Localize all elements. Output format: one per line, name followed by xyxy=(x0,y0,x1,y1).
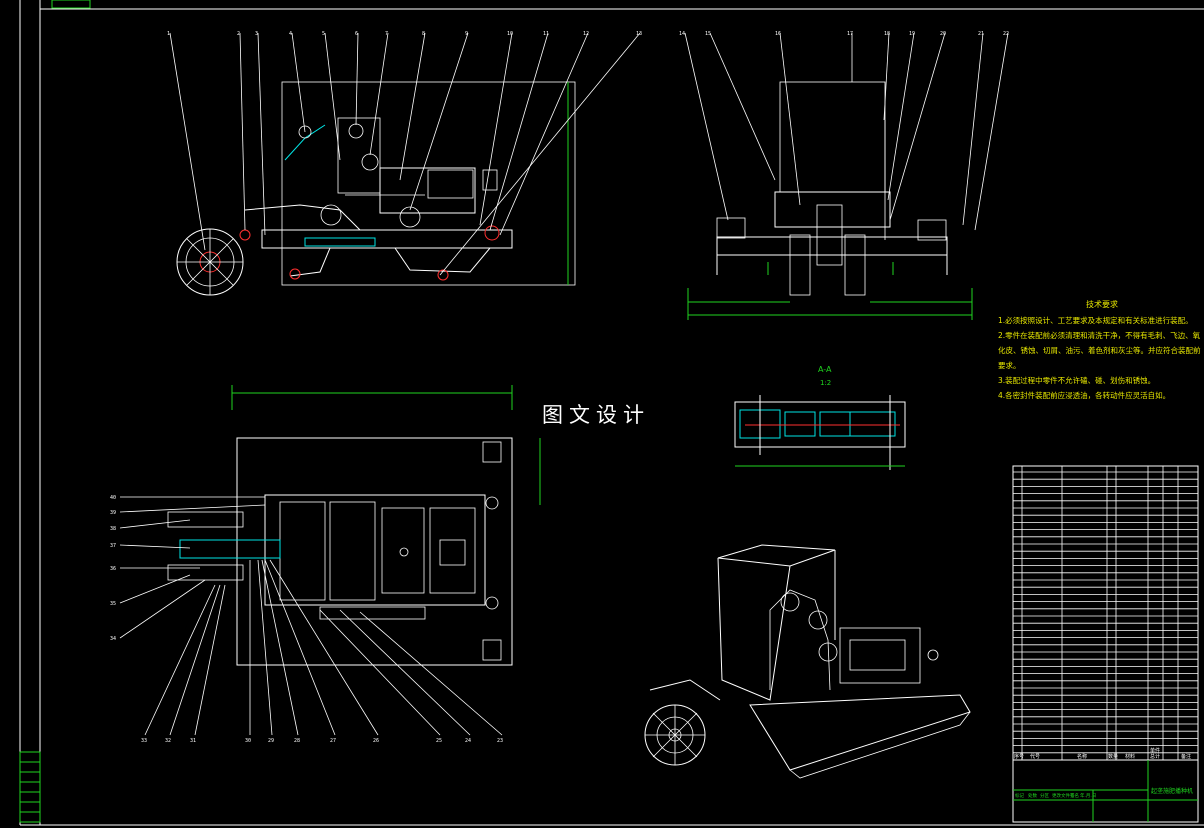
drawing-title: 起垄施肥播种机 xyxy=(1151,787,1193,795)
svg-text:21: 21 xyxy=(978,31,984,37)
svg-text:23: 23 xyxy=(497,738,503,744)
section-label: A-A xyxy=(818,365,832,374)
svg-text:3: 3 xyxy=(255,31,258,37)
tech-req-line-4: 要求。 xyxy=(998,360,1021,370)
svg-text:31: 31 xyxy=(190,738,196,744)
svg-text:20: 20 xyxy=(940,31,946,37)
svg-text:13: 13 xyxy=(636,31,642,37)
svg-text:25: 25 xyxy=(436,738,442,744)
drawing-frame xyxy=(19,0,1204,826)
parts-header-unit: 单件 xyxy=(1150,747,1160,754)
svg-text:5: 5 xyxy=(322,31,325,37)
tb-field-mark: 标记 xyxy=(1015,792,1024,799)
svg-text:30: 30 xyxy=(245,738,251,744)
svg-text:11: 11 xyxy=(543,31,549,37)
parts-header-remark: 备注 xyxy=(1181,753,1191,760)
tech-req-line-3: 化皮、锈蚀、切屑、油污、着色剂和灰尘等。并应符合装配前 xyxy=(998,345,1201,355)
tb-field-sign: 签名 xyxy=(1070,792,1079,799)
svg-text:18: 18 xyxy=(884,31,890,37)
parts-list-header: 序号 代号 名称 数量 材料 单件 总计 备注 xyxy=(1014,747,1191,760)
parts-header-total: 总计 xyxy=(1150,753,1160,760)
svg-text:27: 27 xyxy=(330,738,336,744)
svg-text:19: 19 xyxy=(909,31,915,37)
svg-text:6: 6 xyxy=(355,31,358,37)
parts-header-name: 名称 xyxy=(1077,753,1087,760)
tech-req-line-1: 1.必须按照设计、工艺要求及本规定和有关标准进行装配。 xyxy=(998,315,1193,325)
svg-text:32: 32 xyxy=(165,738,171,744)
tb-field-count: 处数 xyxy=(1028,792,1037,799)
svg-text:39: 39 xyxy=(110,510,116,516)
svg-text:26: 26 xyxy=(373,738,379,744)
svg-text:8: 8 xyxy=(422,31,425,37)
tb-field-zone: 分区 xyxy=(1040,792,1049,799)
svg-text:12: 12 xyxy=(583,31,589,37)
technical-requirements: 技术要求 1.必须按照设计、工艺要求及本规定和有关标准进行装配。 2.零件在装配… xyxy=(998,299,1201,400)
svg-text:24: 24 xyxy=(465,738,471,744)
tb-field-change-doc: 更改文件号 xyxy=(1052,792,1075,799)
section-scale: 1:2 xyxy=(820,379,831,387)
svg-text:38: 38 xyxy=(110,526,116,532)
side-view: 14 15 16 17 18 19 20 21 22 xyxy=(679,31,1009,320)
top-view: 40 39 38 37 36 35 34 33 32 31 30 29 28 27 26 25 24… xyxy=(110,385,541,744)
svg-text:7: 7 xyxy=(385,31,388,37)
parts-header-index: 序号 xyxy=(1014,753,1024,760)
svg-text:33: 33 xyxy=(141,738,147,744)
tech-req-line-2: 2.零件在装配前必须清理和清洗干净，不得有毛刺、飞边、氧 xyxy=(998,330,1201,340)
title-block: 起垄施肥播种机 标记 处数 分区 更改文件号 签名 年.月.日 xyxy=(1012,759,1199,823)
parts-list-table: 序号 代号 名称 数量 材料 单件 总计 备注 xyxy=(1012,465,1199,761)
watermark: 图文设计 xyxy=(542,403,650,427)
tech-req-line-5: 3.装配过程中零件不允许磕、碰、划伤和锈蚀。 xyxy=(998,375,1155,385)
svg-text:34: 34 xyxy=(110,636,116,642)
isometric-view xyxy=(644,544,971,779)
svg-text:10: 10 xyxy=(507,31,513,37)
svg-text:15: 15 xyxy=(705,31,711,37)
tb-field-date: 年.月.日 xyxy=(1080,792,1096,799)
svg-text:28: 28 xyxy=(294,738,300,744)
svg-text:9: 9 xyxy=(465,31,468,37)
svg-text:22: 22 xyxy=(1003,31,1009,37)
svg-text:14: 14 xyxy=(679,31,685,37)
tech-req-title: 技术要求 xyxy=(1086,299,1118,309)
svg-text:35: 35 xyxy=(110,601,116,607)
tech-req-line-6: 4.各密封件装配前应浸透油，各转动件应灵活自如。 xyxy=(998,390,1170,400)
svg-text:40: 40 xyxy=(110,495,116,501)
parts-header-code: 代号 xyxy=(1030,753,1040,760)
svg-text:37: 37 xyxy=(110,543,116,549)
svg-text:17: 17 xyxy=(847,31,853,37)
parts-header-qty: 数量 xyxy=(1108,753,1118,760)
parts-header-material: 材料 xyxy=(1125,753,1135,760)
svg-text:2: 2 xyxy=(237,31,240,37)
svg-text:29: 29 xyxy=(268,738,274,744)
svg-text:1: 1 xyxy=(167,31,170,37)
svg-text:4: 4 xyxy=(289,31,292,37)
section-view-a-a: A-A 1:2 xyxy=(734,365,906,470)
svg-text:16: 16 xyxy=(775,31,781,37)
svg-text:36: 36 xyxy=(110,566,116,572)
